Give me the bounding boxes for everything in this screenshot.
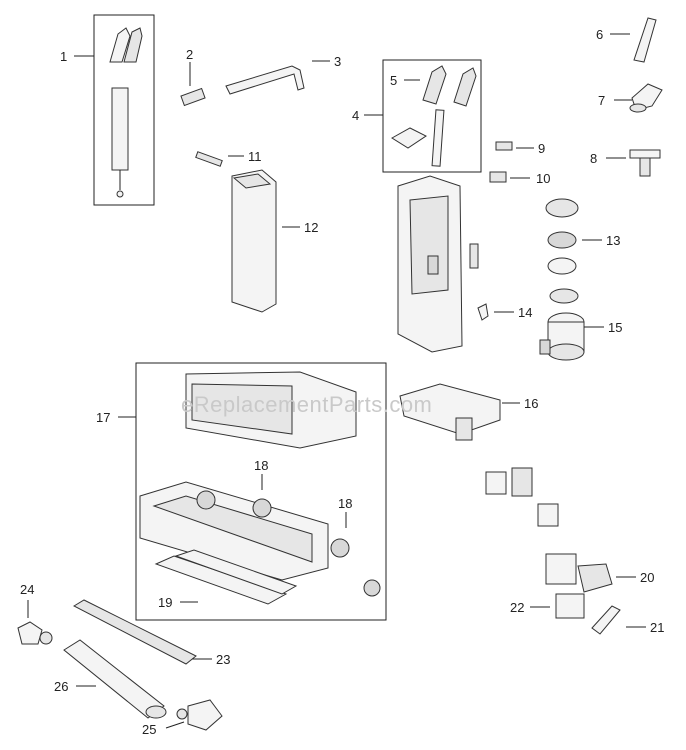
callout-25: 25 bbox=[142, 722, 156, 737]
callout-15: 15 bbox=[608, 320, 622, 335]
callout-16: 16 bbox=[524, 396, 538, 411]
callout-numbers: 1 2 3 4 5 6 7 8 9 10 11 12 13 14 15 16 1… bbox=[20, 27, 664, 737]
callout-26: 26 bbox=[54, 679, 68, 694]
callout-6: 6 bbox=[596, 27, 603, 42]
part-8-upholstery-tool bbox=[629, 149, 661, 177]
callout-9: 9 bbox=[538, 141, 545, 156]
wheel-mount bbox=[485, 467, 559, 527]
group-box-1 bbox=[93, 14, 155, 206]
callout-13: 13 bbox=[606, 233, 620, 248]
group-box-4 bbox=[382, 59, 482, 173]
callout-4: 4 bbox=[352, 108, 359, 123]
group-box-17 bbox=[135, 362, 387, 621]
part-3-wand-tube bbox=[225, 65, 305, 95]
part-25-bearing bbox=[176, 699, 223, 731]
part-10-switch-housing bbox=[489, 171, 507, 183]
part-7-nozzle bbox=[629, 83, 663, 113]
part-21-belt bbox=[591, 605, 621, 635]
part-15-motor bbox=[539, 312, 585, 361]
part-26-brush-roll bbox=[63, 639, 167, 719]
callout-1: 1 bbox=[60, 49, 67, 64]
callout-12: 12 bbox=[304, 220, 318, 235]
part-1-handle-assembly bbox=[109, 27, 143, 198]
part-23-bumper-strip bbox=[72, 599, 197, 665]
callout-14: 14 bbox=[518, 305, 532, 320]
body-housing bbox=[397, 175, 479, 353]
leader-lines bbox=[27, 33, 646, 729]
part-5-clips bbox=[391, 65, 477, 167]
callout-23: 23 bbox=[216, 652, 230, 667]
callout-18a: 18 bbox=[254, 458, 268, 473]
callout-21: 21 bbox=[650, 620, 664, 635]
callout-5: 5 bbox=[390, 73, 397, 88]
part-24-end-cap bbox=[17, 621, 53, 645]
part-22-bracket bbox=[555, 593, 585, 619]
callout-11: 11 bbox=[248, 149, 262, 164]
callout-19: 19 bbox=[158, 595, 172, 610]
part-11-clip bbox=[195, 151, 223, 167]
part-2-connector bbox=[180, 70, 206, 107]
callout-22: 22 bbox=[510, 600, 524, 615]
part-9-switch bbox=[495, 141, 513, 151]
part-17-foot-housing bbox=[139, 371, 357, 581]
part-16-base-plate bbox=[399, 383, 501, 441]
part-14-pin bbox=[477, 303, 489, 321]
callout-8: 8 bbox=[590, 151, 597, 166]
callout-24: 24 bbox=[20, 582, 34, 597]
callout-17: 17 bbox=[96, 410, 110, 425]
part-20-housing bbox=[545, 553, 613, 593]
part-6-crevice-tool bbox=[633, 17, 657, 63]
part-13-filter-stack bbox=[545, 198, 579, 304]
watermark: eReplacementParts.com bbox=[181, 392, 432, 417]
callout-3: 3 bbox=[334, 54, 341, 69]
part-19-strip bbox=[154, 549, 298, 605]
callout-2: 2 bbox=[186, 47, 193, 62]
callout-18b: 18 bbox=[338, 496, 352, 511]
callout-20: 20 bbox=[640, 570, 654, 585]
callout-7: 7 bbox=[598, 93, 605, 108]
callout-10: 10 bbox=[536, 171, 550, 186]
part-12-cover bbox=[231, 169, 277, 313]
part-18-wheels bbox=[196, 490, 381, 597]
